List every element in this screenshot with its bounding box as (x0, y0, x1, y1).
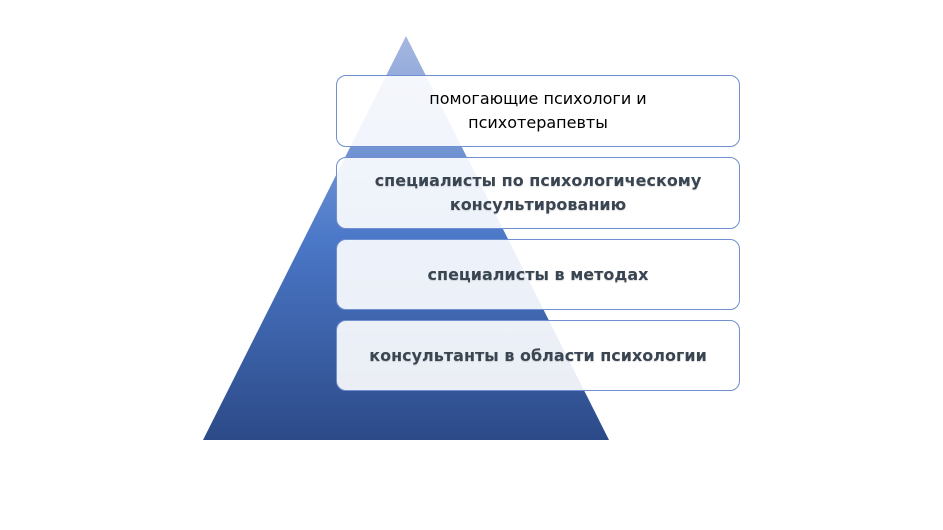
level-box-2: специалисты по психологическому консульт… (336, 157, 740, 229)
level-label: консультанты в области психологии (369, 345, 707, 365)
level-label: специалисты в методах (427, 264, 649, 284)
level-label: специалисты по психологическому консульт… (374, 171, 702, 214)
level-label: помогающие психологи и психотерапевты (429, 89, 647, 132)
level-box-4: консультанты в области психологии (336, 320, 740, 391)
level-box-1: помогающие психологи и психотерапевты (336, 75, 740, 147)
level-box-3: специалисты в методах (336, 239, 740, 310)
